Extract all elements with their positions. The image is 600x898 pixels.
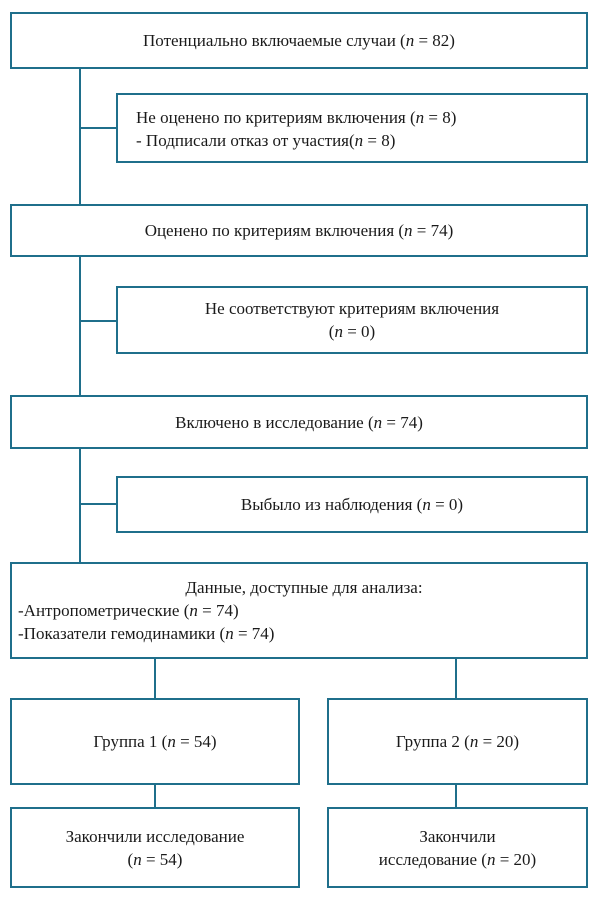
available-title: Данные, доступные для анализа: bbox=[185, 578, 423, 597]
branch-connector-not-eligible bbox=[79, 320, 117, 322]
not-eligible-line1: Не соответствуют критериям включения bbox=[204, 299, 500, 318]
branch-connector-dropped bbox=[79, 503, 117, 505]
available-line2: -Показатели гемодинамики (n = 74) bbox=[18, 624, 275, 643]
completed2-line1: Закончили bbox=[419, 826, 496, 846]
completed-group1-box: Закончили исследование (n = 54) bbox=[10, 807, 300, 888]
available-line1: -Антропометрические (n = 74) bbox=[18, 601, 239, 620]
connector-to-group2 bbox=[455, 658, 457, 699]
branch-connector-not-assessed bbox=[79, 127, 117, 129]
assessed-box: Оценено по критериям включения (n = 74) bbox=[10, 204, 588, 257]
completed1-line2: (n = 54) bbox=[127, 849, 183, 869]
available-data-box: Данные, доступные для анализа: -Антропом… bbox=[10, 562, 588, 659]
connector-to-group1 bbox=[154, 658, 156, 699]
not-eligible-line2: (n = 0) bbox=[328, 322, 376, 341]
completed-group2-box: Закончили исследование (n = 20) bbox=[327, 807, 588, 888]
screened-box: Потенциально включаемые случаи (n = 82) bbox=[10, 12, 588, 69]
screened-text: Потенциально включаемые случаи (n = 82) bbox=[143, 31, 455, 50]
included-box: Включено в исследование (n = 74) bbox=[10, 395, 588, 449]
group1-box: Группа 1 (n = 54) bbox=[10, 698, 300, 785]
group1-text: Группа 1 (n = 54) bbox=[93, 732, 217, 751]
group2-text: Группа 2 (n = 20) bbox=[395, 732, 520, 751]
main-spine-connector bbox=[79, 68, 81, 563]
dropped-text: Выбыло из наблюдения (n = 0) bbox=[240, 495, 464, 514]
completed2-line2: исследование (n = 20) bbox=[378, 849, 537, 869]
not-assessed-line1: Не оценено по критериям включения (n = 8… bbox=[136, 108, 457, 127]
group2-box: Группа 2 (n = 20) bbox=[327, 698, 588, 785]
included-text: Включено в исследование (n = 74) bbox=[175, 412, 423, 432]
not-assessed-box: Не оценено по критериям включения (n = 8… bbox=[116, 93, 588, 163]
completed1-line1: Закончили исследование bbox=[65, 826, 245, 846]
connector-group1-completed bbox=[154, 784, 156, 808]
not-assessed-line2: - Подписали отказ от участия(n = 8) bbox=[136, 131, 396, 150]
dropped-box: Выбыло из наблюдения (n = 0) bbox=[116, 476, 588, 533]
not-eligible-box: Не соответствуют критериям включения (n … bbox=[116, 286, 588, 354]
connector-group2-completed bbox=[455, 784, 457, 808]
assessed-text: Оценено по критериям включения (n = 74) bbox=[144, 221, 454, 240]
